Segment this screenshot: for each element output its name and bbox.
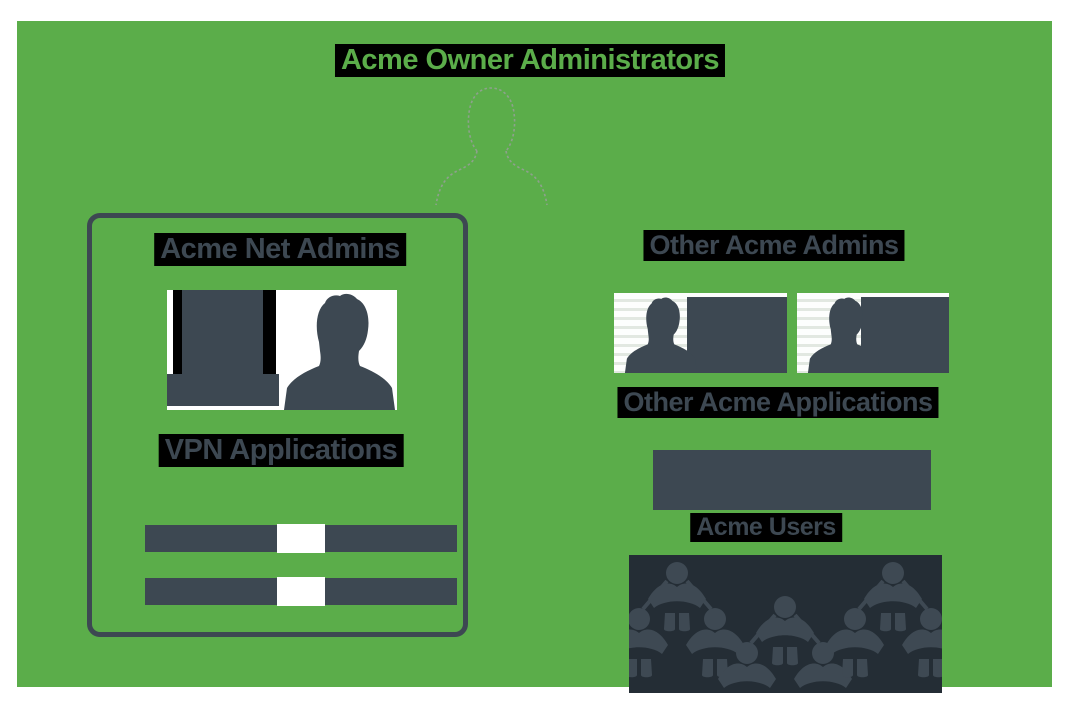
avatar-head-block (182, 290, 263, 374)
person-silhouette-icon (807, 297, 881, 373)
redacted-application-bar (145, 577, 457, 606)
other-admin-card (797, 293, 949, 373)
other-applications-block (653, 450, 931, 510)
vpn-applications-title: VPN Applications (158, 434, 404, 468)
avatar-black-bar (263, 290, 276, 374)
application-bar-gap (277, 524, 325, 553)
other-admins-title: Other Acme Admins (643, 230, 905, 262)
admin-avatar-silhouette-icon (282, 290, 397, 410)
application-bar-gap (277, 577, 325, 606)
avatar-shoulders-block (167, 374, 279, 406)
other-admin-card (614, 293, 787, 373)
person-silhouette-icon (624, 297, 698, 373)
other-applications-title: Other Acme Applications (617, 387, 939, 419)
acme-net-admins-box (87, 213, 468, 637)
net-admin-avatars (167, 290, 397, 410)
main-title: Acme Owner Administrators (334, 44, 726, 78)
avatar-black-bar (173, 290, 182, 374)
acme-users-title: Acme Users (690, 513, 842, 542)
green-background-panel: Acme Owner Administrators Acme Net Admin… (17, 21, 1052, 693)
redacted-application-bar (145, 524, 457, 553)
admin-avatar-photo-placeholder-icon (167, 290, 282, 410)
admin-person-outline-icon (435, 87, 548, 206)
org-users-graphic (629, 555, 942, 693)
net-admins-title: Acme Net Admins (154, 233, 406, 267)
redacted-name-block (686, 297, 787, 373)
